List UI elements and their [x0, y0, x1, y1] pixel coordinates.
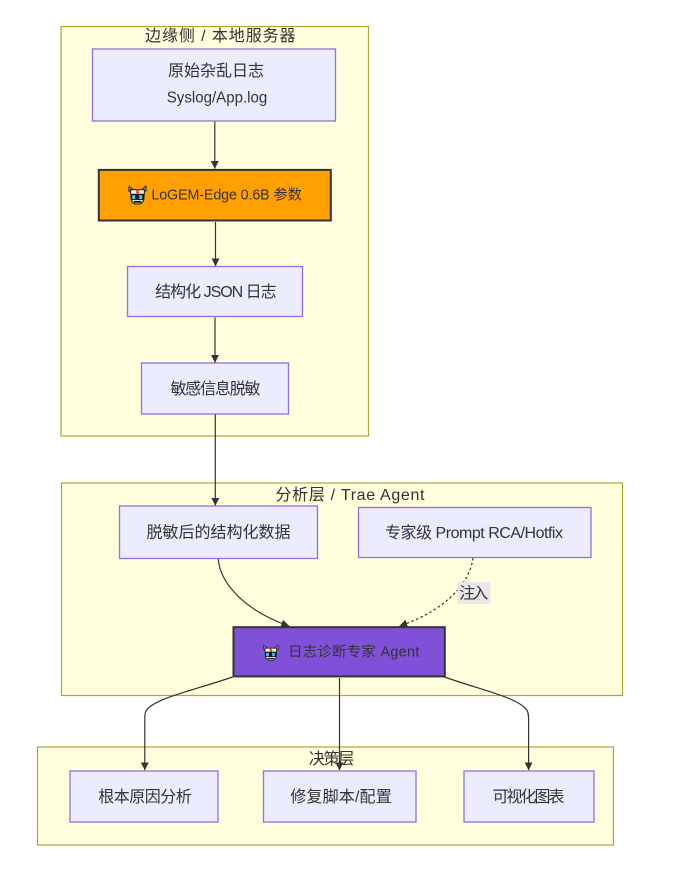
svg-text:决策层: 决策层 [309, 750, 355, 768]
svg-text:LoGEM-Edge 0.6B 参数: LoGEM-Edge 0.6B 参数 [151, 186, 302, 203]
svg-text:日志诊断专家 Agent: 日志诊断专家 Agent [288, 644, 419, 661]
svg-text:脱敏后的结构化数据: 脱敏后的结构化数据 [147, 524, 291, 542]
svg-text:结构化 JSON 日志: 结构化 JSON 日志 [155, 283, 277, 301]
svg-text:注入: 注入 [459, 585, 488, 603]
svg-text:专家级 Prompt RCA/Hotfix: 专家级 Prompt RCA/Hotfix [385, 524, 563, 542]
svg-text:根本原因分析: 根本原因分析 [98, 788, 192, 806]
svg-text:敏感信息脱敏: 敏感信息脱敏 [171, 380, 261, 398]
svg-text:分析层 / Trae Agent: 分析层 / Trae Agent [276, 486, 426, 504]
svg-text:修复脚本/配置: 修复脚本/配置 [290, 788, 392, 806]
svg-text:原始杂乱日志: 原始杂乱日志 [168, 62, 264, 80]
svg-text:边缘侧 / 本地服务器: 边缘侧 / 本地服务器 [145, 27, 295, 45]
svg-text:Syslog/App.log: Syslog/App.log [167, 90, 268, 107]
svg-text:可视化图表: 可视化图表 [493, 788, 565, 806]
